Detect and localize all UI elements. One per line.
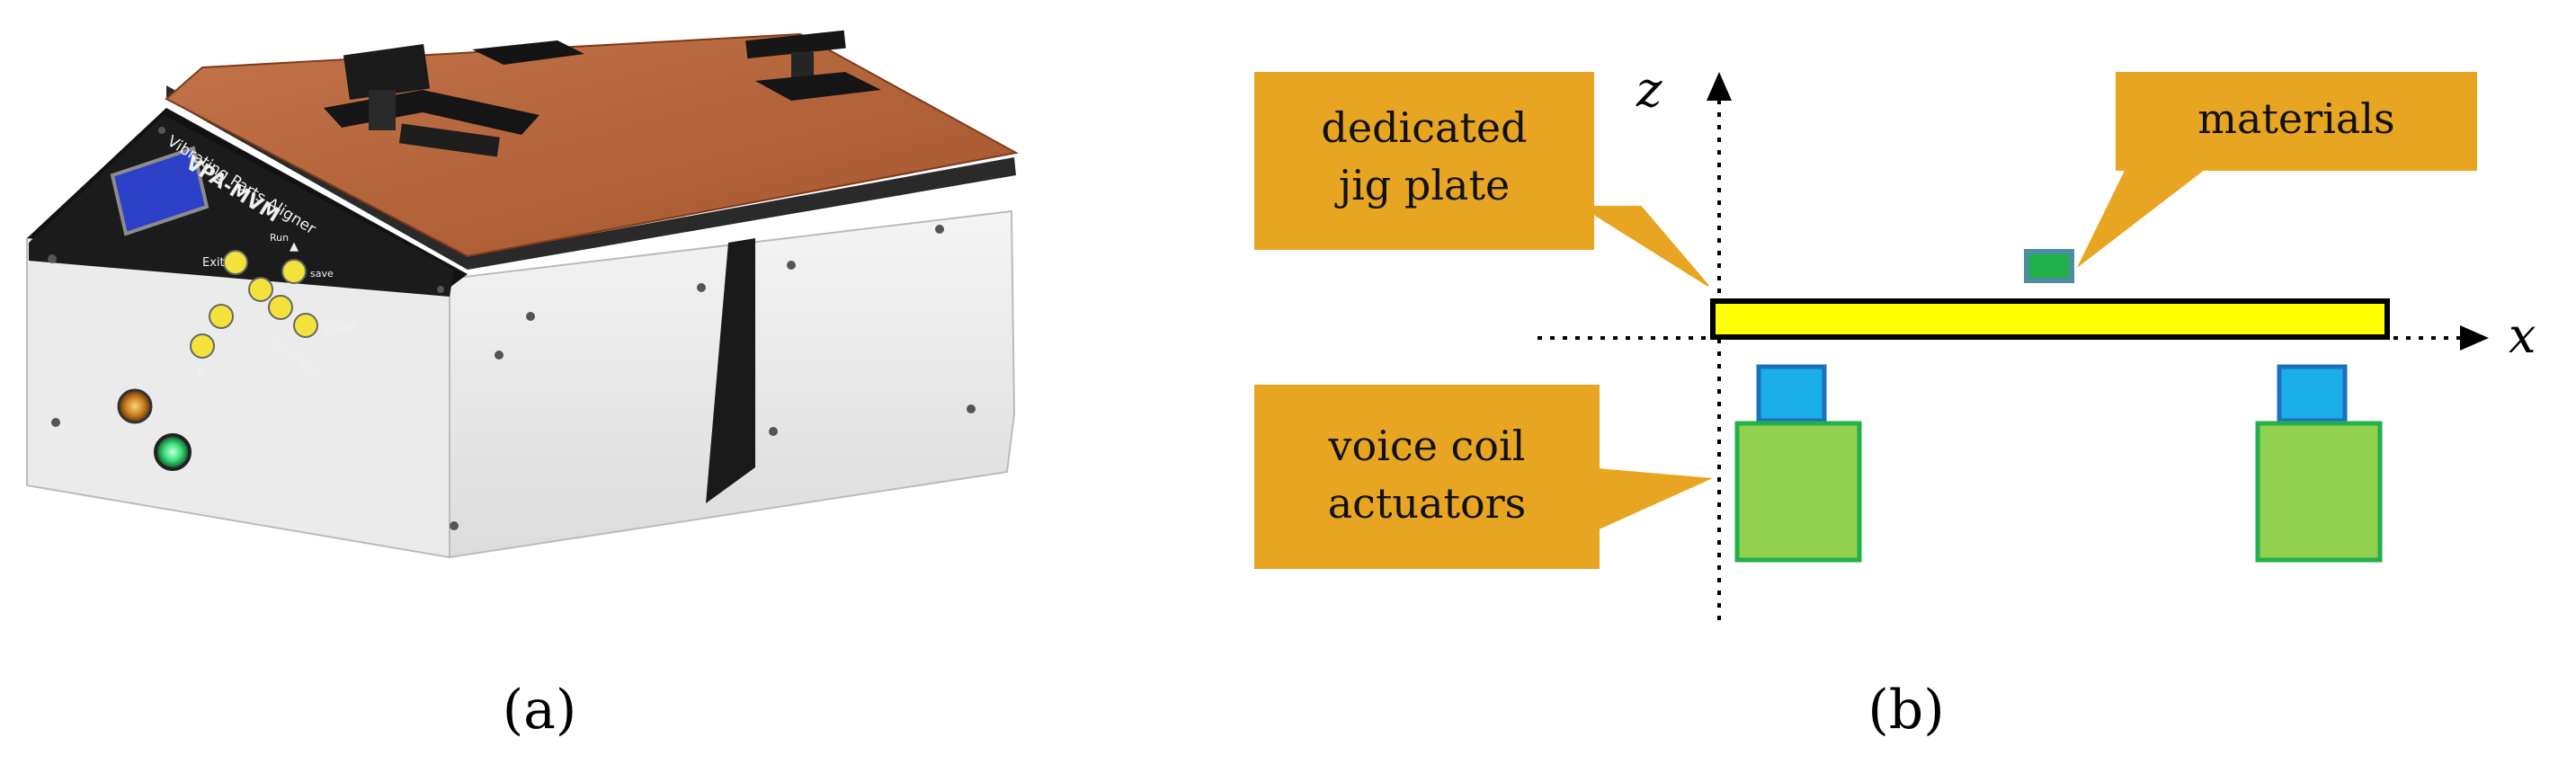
x-axis-label: x	[2509, 307, 2536, 364]
clamp-left	[324, 43, 539, 157]
caption-b: (b)	[1867, 679, 1944, 742]
actuator-left-coil	[1756, 364, 1827, 423]
label-run: Run	[270, 232, 289, 244]
actuator-left-body	[1734, 421, 1862, 563]
button-enter	[293, 313, 318, 338]
button-exit	[223, 250, 248, 275]
label-save: save	[310, 268, 334, 280]
callout-actuators-line2: actuators	[1328, 479, 1527, 528]
clamp-right	[472, 30, 881, 101]
label-up: ▲	[290, 240, 299, 253]
control-buttons	[190, 250, 318, 359]
lcd-screen	[110, 146, 209, 236]
callout-jig-plate: dedicated jig plate	[1254, 72, 1709, 287]
x-axis-arrowhead	[2460, 325, 2489, 351]
label-enter: Enter	[322, 318, 358, 338]
indicator-amber-light	[117, 388, 153, 424]
jig-plate	[1710, 298, 2390, 340]
callout-materials-text: materials	[2197, 94, 2394, 143]
callout-jig-plate-line1: dedicated	[1321, 103, 1527, 152]
panel-b-schematic: z x dedicated jig plate materials	[1254, 61, 2536, 620]
panel-a-device-photo: Vibrating Parts Aligner VPA-MVM Exit Run…	[26, 30, 1019, 559]
z-axis-arrowhead	[1707, 72, 1732, 101]
callout-actuators-line1: voice coil	[1328, 422, 1526, 470]
button-center	[248, 277, 273, 302]
caption-a: (a)	[503, 679, 577, 742]
button-down	[190, 333, 215, 359]
label-exit: Exit	[202, 256, 225, 270]
button-left	[209, 304, 234, 329]
indicator-green-light	[154, 433, 192, 471]
device-seam	[706, 238, 755, 503]
actuator-right-body	[2255, 421, 2383, 563]
screws	[48, 127, 976, 530]
actuator-right-coil	[2277, 364, 2348, 423]
callout-jig-plate-line2: jig plate	[1334, 161, 1510, 209]
label-down: ▼	[196, 366, 205, 379]
callout-actuators: voice coil actuators	[1254, 385, 1713, 569]
z-axis-label: z	[1636, 61, 1662, 118]
callout-materials: materials	[2077, 72, 2477, 268]
device-control-face	[29, 115, 454, 297]
material-piece	[2024, 249, 2074, 283]
button-right	[268, 295, 293, 320]
button-up	[281, 259, 307, 284]
